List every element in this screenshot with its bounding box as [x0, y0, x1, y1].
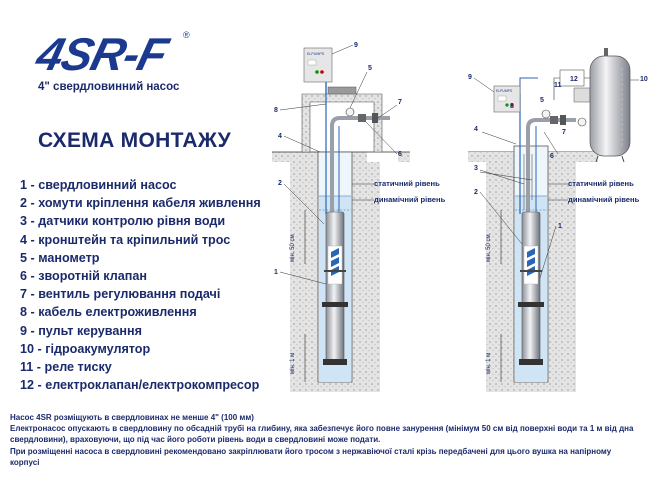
callout: 6	[398, 151, 402, 158]
legend-item: 4 - кронштейн та кріпильний трос	[20, 232, 231, 247]
brand-logo: 4SR-F ®	[31, 29, 190, 80]
callout: 9	[468, 74, 472, 81]
page-title: СХЕМА МОНТАЖУ	[38, 129, 232, 152]
panel-brand: ELPUMPS	[307, 52, 325, 56]
legend-item: 2 - хомути кріплення кабеля живлення	[20, 196, 261, 211]
callout: 2	[474, 189, 478, 196]
installation-notes: Насос 4SR розміщують в свердловинах не м…	[10, 412, 640, 468]
dynamic-level-label: динамічний рівень	[374, 195, 446, 204]
callout: 10	[640, 76, 648, 83]
dim-min-1m: мін. 1 м	[290, 353, 296, 374]
legend-item: 3 - датчики контролю рівня води	[20, 214, 226, 229]
callout: 4	[474, 126, 478, 133]
callout: 6	[550, 153, 554, 160]
legend-item: 5 - манометр	[20, 250, 100, 265]
callout: 12	[570, 76, 578, 83]
legend-item: 1 - свердловинний насос	[20, 178, 177, 192]
legend-item: 6 - зворотній клапан	[20, 268, 147, 283]
callout: 8	[510, 103, 514, 110]
note-paragraph: Насос 4SR розміщують в свердловинах не м…	[10, 413, 254, 422]
component-legend: 1 - свердловинний насос 2 - хомути кріпл…	[20, 176, 261, 394]
panel-brand: ELPUMPS	[496, 89, 513, 93]
callout: 2	[278, 180, 282, 187]
callout: 1	[274, 269, 278, 276]
note-paragraph: Електронасос опускають в свердловину по …	[10, 424, 634, 445]
static-level-label: статичний рівень	[374, 179, 440, 188]
dim-min-50: мін. 50 см	[290, 234, 296, 262]
legend-item: 9 - пульт керування	[20, 323, 142, 338]
legend-item: 7 - вентиль регулювання подачі	[20, 287, 221, 302]
dim-min-1m: мін. 1 м	[486, 353, 492, 374]
callout: 5	[368, 65, 372, 72]
dynamic-level-label: динамічний рівень	[568, 195, 640, 204]
product-subtitle: 4" свердловинний насос	[38, 81, 180, 93]
installation-diagram: ELPUMPS мін. 50 см мін. 1 м статичний рі…	[272, 42, 648, 392]
right-well: ELPUMPS мін. 50 см мін. 1 м статичний рі…	[468, 48, 648, 392]
static-level-label: статичний рівень	[568, 179, 634, 188]
callout: 1	[558, 223, 562, 230]
left-well: ELPUMPS мін. 50 см мін. 1 м статичний рі…	[272, 42, 446, 392]
legend-item: 11 - реле тиску	[20, 359, 112, 374]
legend-item: 10 - гідроакумулятор	[20, 341, 151, 356]
logo-text: 4SR-F	[31, 29, 175, 80]
callout: 11	[554, 82, 562, 89]
legend-item: 8 - кабель електроживлення	[20, 305, 197, 320]
registered-mark: ®	[183, 30, 190, 40]
callout: 7	[562, 129, 566, 136]
callout: 5	[540, 97, 544, 104]
note-paragraph: При розміщенні насоса в свердловині реко…	[10, 446, 612, 467]
callout: 7	[398, 99, 402, 106]
callout: 3	[474, 165, 478, 172]
callout: 4	[278, 133, 282, 140]
callout: 8	[274, 107, 278, 114]
legend-item: 12 - електроклапан/електрокомпресор	[20, 378, 260, 393]
dim-min-50: мін. 50 см	[486, 234, 492, 262]
callout: 9	[354, 42, 358, 49]
